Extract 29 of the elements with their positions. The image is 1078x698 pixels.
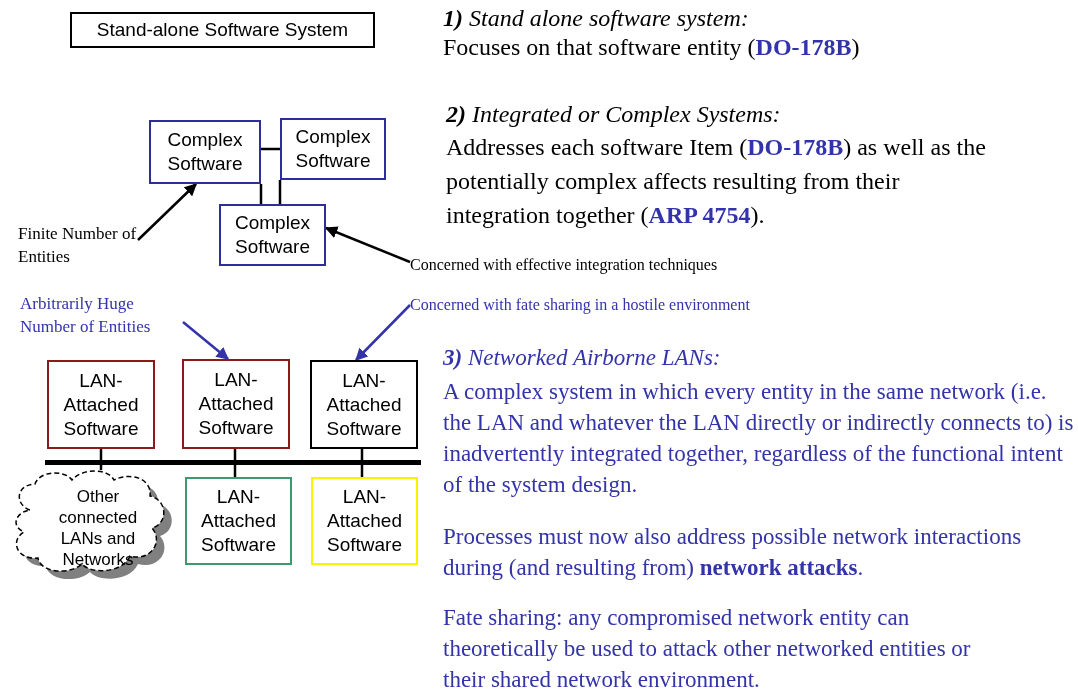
arrow [324, 226, 411, 264]
arrow [137, 183, 197, 241]
software-box: LAN-Attached Software [310, 360, 418, 449]
annotation-text: Concerned with fate sharing in a hostile environment [410, 294, 870, 316]
software-box: LAN-Attached Software [185, 477, 292, 565]
description-text: Focuses on that software entity (DO-178B) [443, 33, 861, 62]
software-box: LAN-Attached Software [47, 360, 155, 449]
connector-line [261, 147, 280, 151]
section-heading: 2) Integrated or Complex Systems: [446, 100, 782, 129]
software-box: Complex Software [149, 120, 261, 184]
description-text: Fate sharing: any compromised network entity can theoretically be used to attack other networked entities or their shared network environment. [443, 604, 972, 694]
annotation-text: Finite Number of Entities [18, 222, 138, 268]
arrow [182, 321, 229, 360]
description-text: Processes must now also address possible network interactions during (and resulting from) network attacks. [443, 523, 1023, 582]
section-heading: 3) Networked Airborne LANs: [443, 344, 722, 372]
connector-line [259, 184, 263, 204]
software-box: LAN-Attached Software [311, 477, 418, 565]
arrow [355, 304, 411, 361]
description-text: A complex system in which every entity in the same network (i.e. the LAN and whatever the LAN directly or indirectly connects to) is inadvertently integrated together, regardless of the functional intent of the system design. [443, 378, 1075, 499]
annotation-text: Arbitrarily Huge Number of Entities [20, 292, 192, 340]
section-heading: 1) Stand alone software system: [443, 4, 750, 33]
annotation-text: Concerned with effective integration techniques [410, 254, 830, 276]
software-box: Complex Software [280, 118, 386, 180]
network-bus [45, 460, 421, 465]
description-text: Addresses each software Item (DO-178B) as well as the potentially complex affects resulting from their integration together (ARP 4754). [446, 133, 987, 230]
connector-line [278, 180, 282, 204]
software-box: LAN-Attached Software [182, 359, 290, 449]
system-box: Stand-alone Software System [70, 12, 375, 48]
software-box: Complex Software [219, 204, 326, 266]
